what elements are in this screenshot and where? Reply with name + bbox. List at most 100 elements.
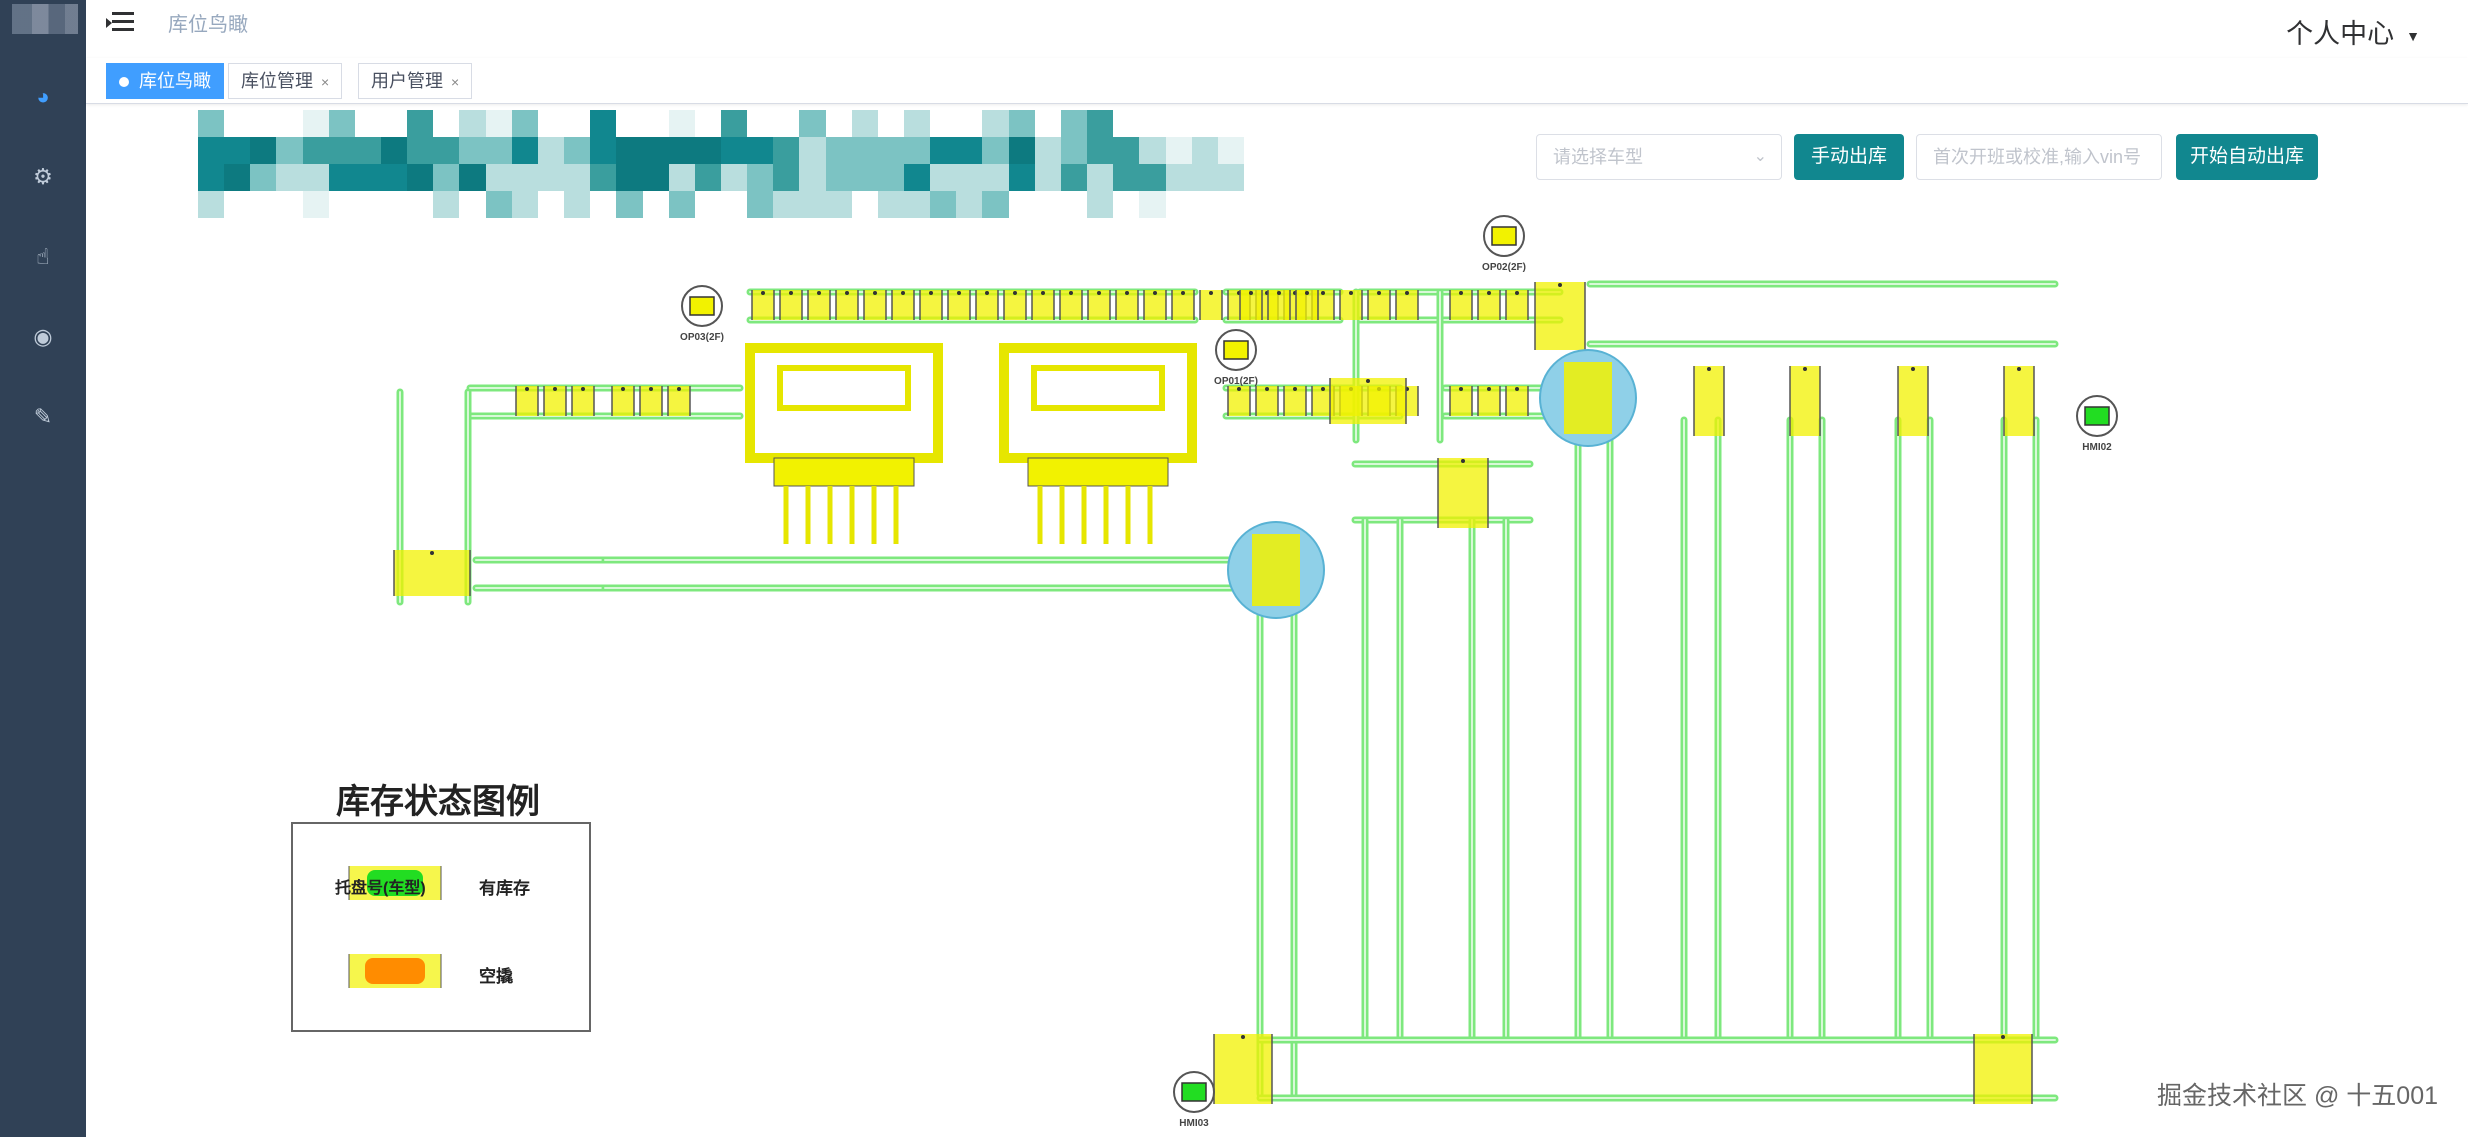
carrier-slot	[1296, 290, 1318, 320]
hand-pointer-icon[interactable]: ☝	[36, 244, 50, 269]
station-node	[681, 285, 723, 327]
carrier-slot	[864, 290, 886, 320]
legend-title: 库存状态图例	[336, 783, 540, 821]
carrier-slot	[1256, 386, 1278, 416]
station-node	[1215, 329, 1257, 371]
close-icon[interactable]: ×	[451, 74, 460, 90]
turntable	[1539, 349, 1637, 447]
carrier-slot	[1228, 290, 1250, 320]
carrier-slot	[1340, 290, 1362, 320]
tag-user-management[interactable]: 用户管理×	[358, 63, 473, 99]
navbar: 库位鸟瞰 个人中心▼	[86, 0, 2468, 56]
carrier-slot	[1284, 386, 1306, 416]
carrier-slot	[920, 290, 942, 320]
gear-icon[interactable]: ⚙	[33, 164, 53, 189]
vehicle-select-placeholder: 请选择车型	[1553, 147, 1643, 167]
user-center-dropdown[interactable]: 个人中心 ▼	[2286, 12, 2420, 51]
carrier-slot	[1256, 290, 1278, 320]
carrier-slot	[948, 290, 970, 320]
carrier-slot	[640, 386, 662, 416]
carrier-slot	[1240, 290, 1262, 320]
tag-storage-overview[interactable]: 库位鸟瞰	[106, 63, 224, 99]
legend-stock-label: 有库存	[479, 879, 530, 898]
carrier-slot	[394, 550, 470, 596]
carrier-slot	[836, 290, 858, 320]
carrier-slot	[572, 386, 594, 416]
blurred-title-banner	[198, 110, 1244, 218]
carrier-slot	[1478, 386, 1500, 416]
sidebar: ◕ ⚙ ☝ ◉ ✎	[0, 0, 86, 1137]
caret-down-icon: ▼	[2406, 27, 2420, 44]
carrier-slot	[976, 290, 998, 320]
carrier-slot	[1368, 386, 1390, 416]
carrier-slot	[1144, 290, 1166, 320]
station-node	[1173, 1071, 1215, 1113]
carrier-slot	[668, 386, 690, 416]
carrier-slot	[1506, 290, 1528, 320]
assembly-frame	[745, 343, 943, 463]
carrier-slot	[1340, 386, 1362, 416]
legend-stock-swatch	[348, 866, 442, 900]
station-label: HMI03	[1179, 1118, 1209, 1129]
close-icon[interactable]: ×	[321, 74, 330, 90]
carrier-slot	[1032, 290, 1054, 320]
tag-storage-management[interactable]: 库位管理×	[228, 63, 343, 99]
carrier-slot	[1535, 282, 1585, 350]
carrier-slot	[1214, 1034, 1272, 1104]
tags-view: 库位鸟瞰 库位管理× 用户管理×	[86, 58, 2468, 104]
carrier-slot	[1268, 290, 1290, 320]
carrier-slot	[1200, 290, 1222, 320]
carrier-slot	[1898, 366, 1928, 436]
legend-empty-label: 空撬	[479, 967, 513, 986]
carrier-slot	[1330, 378, 1406, 424]
carrier-slot	[1396, 386, 1418, 416]
carrier-slot	[1438, 458, 1488, 528]
legend-empty-swatch	[348, 954, 442, 988]
station-label: HMI02	[2082, 442, 2112, 453]
carrier-slot	[1396, 290, 1418, 320]
manual-out-button[interactable]: 手动出库	[1794, 134, 1904, 180]
carrier-slot	[544, 386, 566, 416]
chevron-down-icon: ⌄	[1753, 148, 1767, 165]
carrier-slot	[1478, 290, 1500, 320]
carrier-slot	[1312, 386, 1334, 416]
carrier-slot	[1450, 386, 1472, 416]
carrier-slot	[1694, 366, 1724, 436]
legend-stock-sample: 托盘号(车型)	[335, 880, 426, 897]
carrier-slot	[780, 290, 802, 320]
vin-input[interactable]: 首次开班或校准,输入vin号	[1916, 134, 2162, 180]
assembly-frame	[999, 343, 1197, 463]
carrier-slot	[808, 290, 830, 320]
carrier-slot	[1116, 290, 1138, 320]
watermark: 掘金技术社区 @ 十五001	[2157, 1082, 2438, 1110]
carrier-slot	[1228, 386, 1250, 416]
carrier-slot	[892, 290, 914, 320]
vehicle-type-select[interactable]: 请选择车型 ⌄	[1536, 134, 1782, 180]
legend-box: 托盘号(车型) 有库存 空撬	[291, 822, 591, 1032]
user-center-label: 个人中心	[2286, 19, 2395, 49]
station-label: OP01(2F)	[1214, 376, 1258, 387]
carrier-slot	[1060, 290, 1082, 320]
logo	[12, 4, 78, 34]
target-icon[interactable]: ◉	[33, 324, 53, 349]
carrier-slot	[1506, 386, 1528, 416]
dashboard-icon[interactable]: ◕	[36, 84, 50, 109]
carrier-slot	[1088, 290, 1110, 320]
auto-out-button[interactable]: 开始自动出库	[2176, 134, 2318, 180]
station-label: OP03(2F)	[680, 332, 724, 343]
hamburger-icon[interactable]	[106, 10, 134, 34]
carrier-slot	[612, 386, 634, 416]
turntable	[1227, 521, 1325, 619]
main-area: 库位鸟瞰 个人中心 ▼ 库位鸟瞰 库位管理× 用户管理× 请选择车型 ⌄ 手动出库…	[86, 0, 2468, 1137]
carrier-slot	[1004, 290, 1026, 320]
carrier-slot	[516, 386, 538, 416]
station-node	[2076, 395, 2118, 437]
carrier-slot	[1974, 1034, 2032, 1104]
station-node	[1483, 215, 1525, 257]
carrier-slot	[752, 290, 774, 320]
carrier-slot	[1312, 290, 1334, 320]
carrier-slot	[1368, 290, 1390, 320]
carrier-slot	[1172, 290, 1194, 320]
carrier-slot	[2004, 366, 2034, 436]
edit-icon[interactable]: ✎	[33, 404, 53, 429]
